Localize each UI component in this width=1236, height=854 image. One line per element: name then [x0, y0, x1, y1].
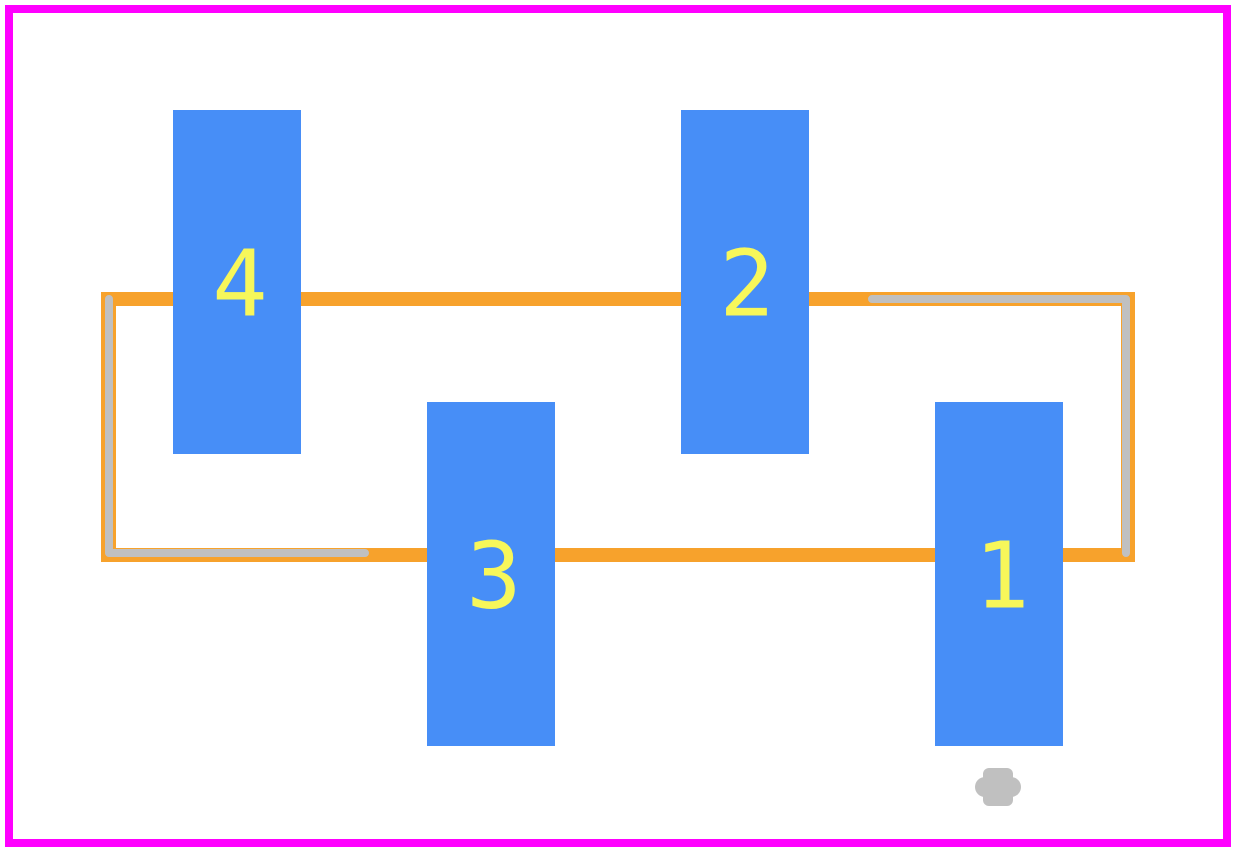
pad-label: 2	[719, 231, 774, 338]
silkscreen-outline	[105, 295, 1130, 557]
silkscreen-top-right	[868, 295, 1130, 557]
silkscreen-bottom-left	[105, 295, 369, 557]
pad-2: 2	[681, 110, 809, 454]
courtyard-outline	[5, 5, 1231, 847]
pad-label: 1	[974, 523, 1029, 630]
pad-4: 4	[173, 110, 301, 454]
pad-label: 4	[212, 231, 267, 338]
pad-1: 1	[935, 402, 1063, 746]
pin1-marker-icon	[975, 768, 1021, 806]
pad-label: 3	[466, 523, 521, 630]
pad-3: 3	[427, 402, 555, 746]
